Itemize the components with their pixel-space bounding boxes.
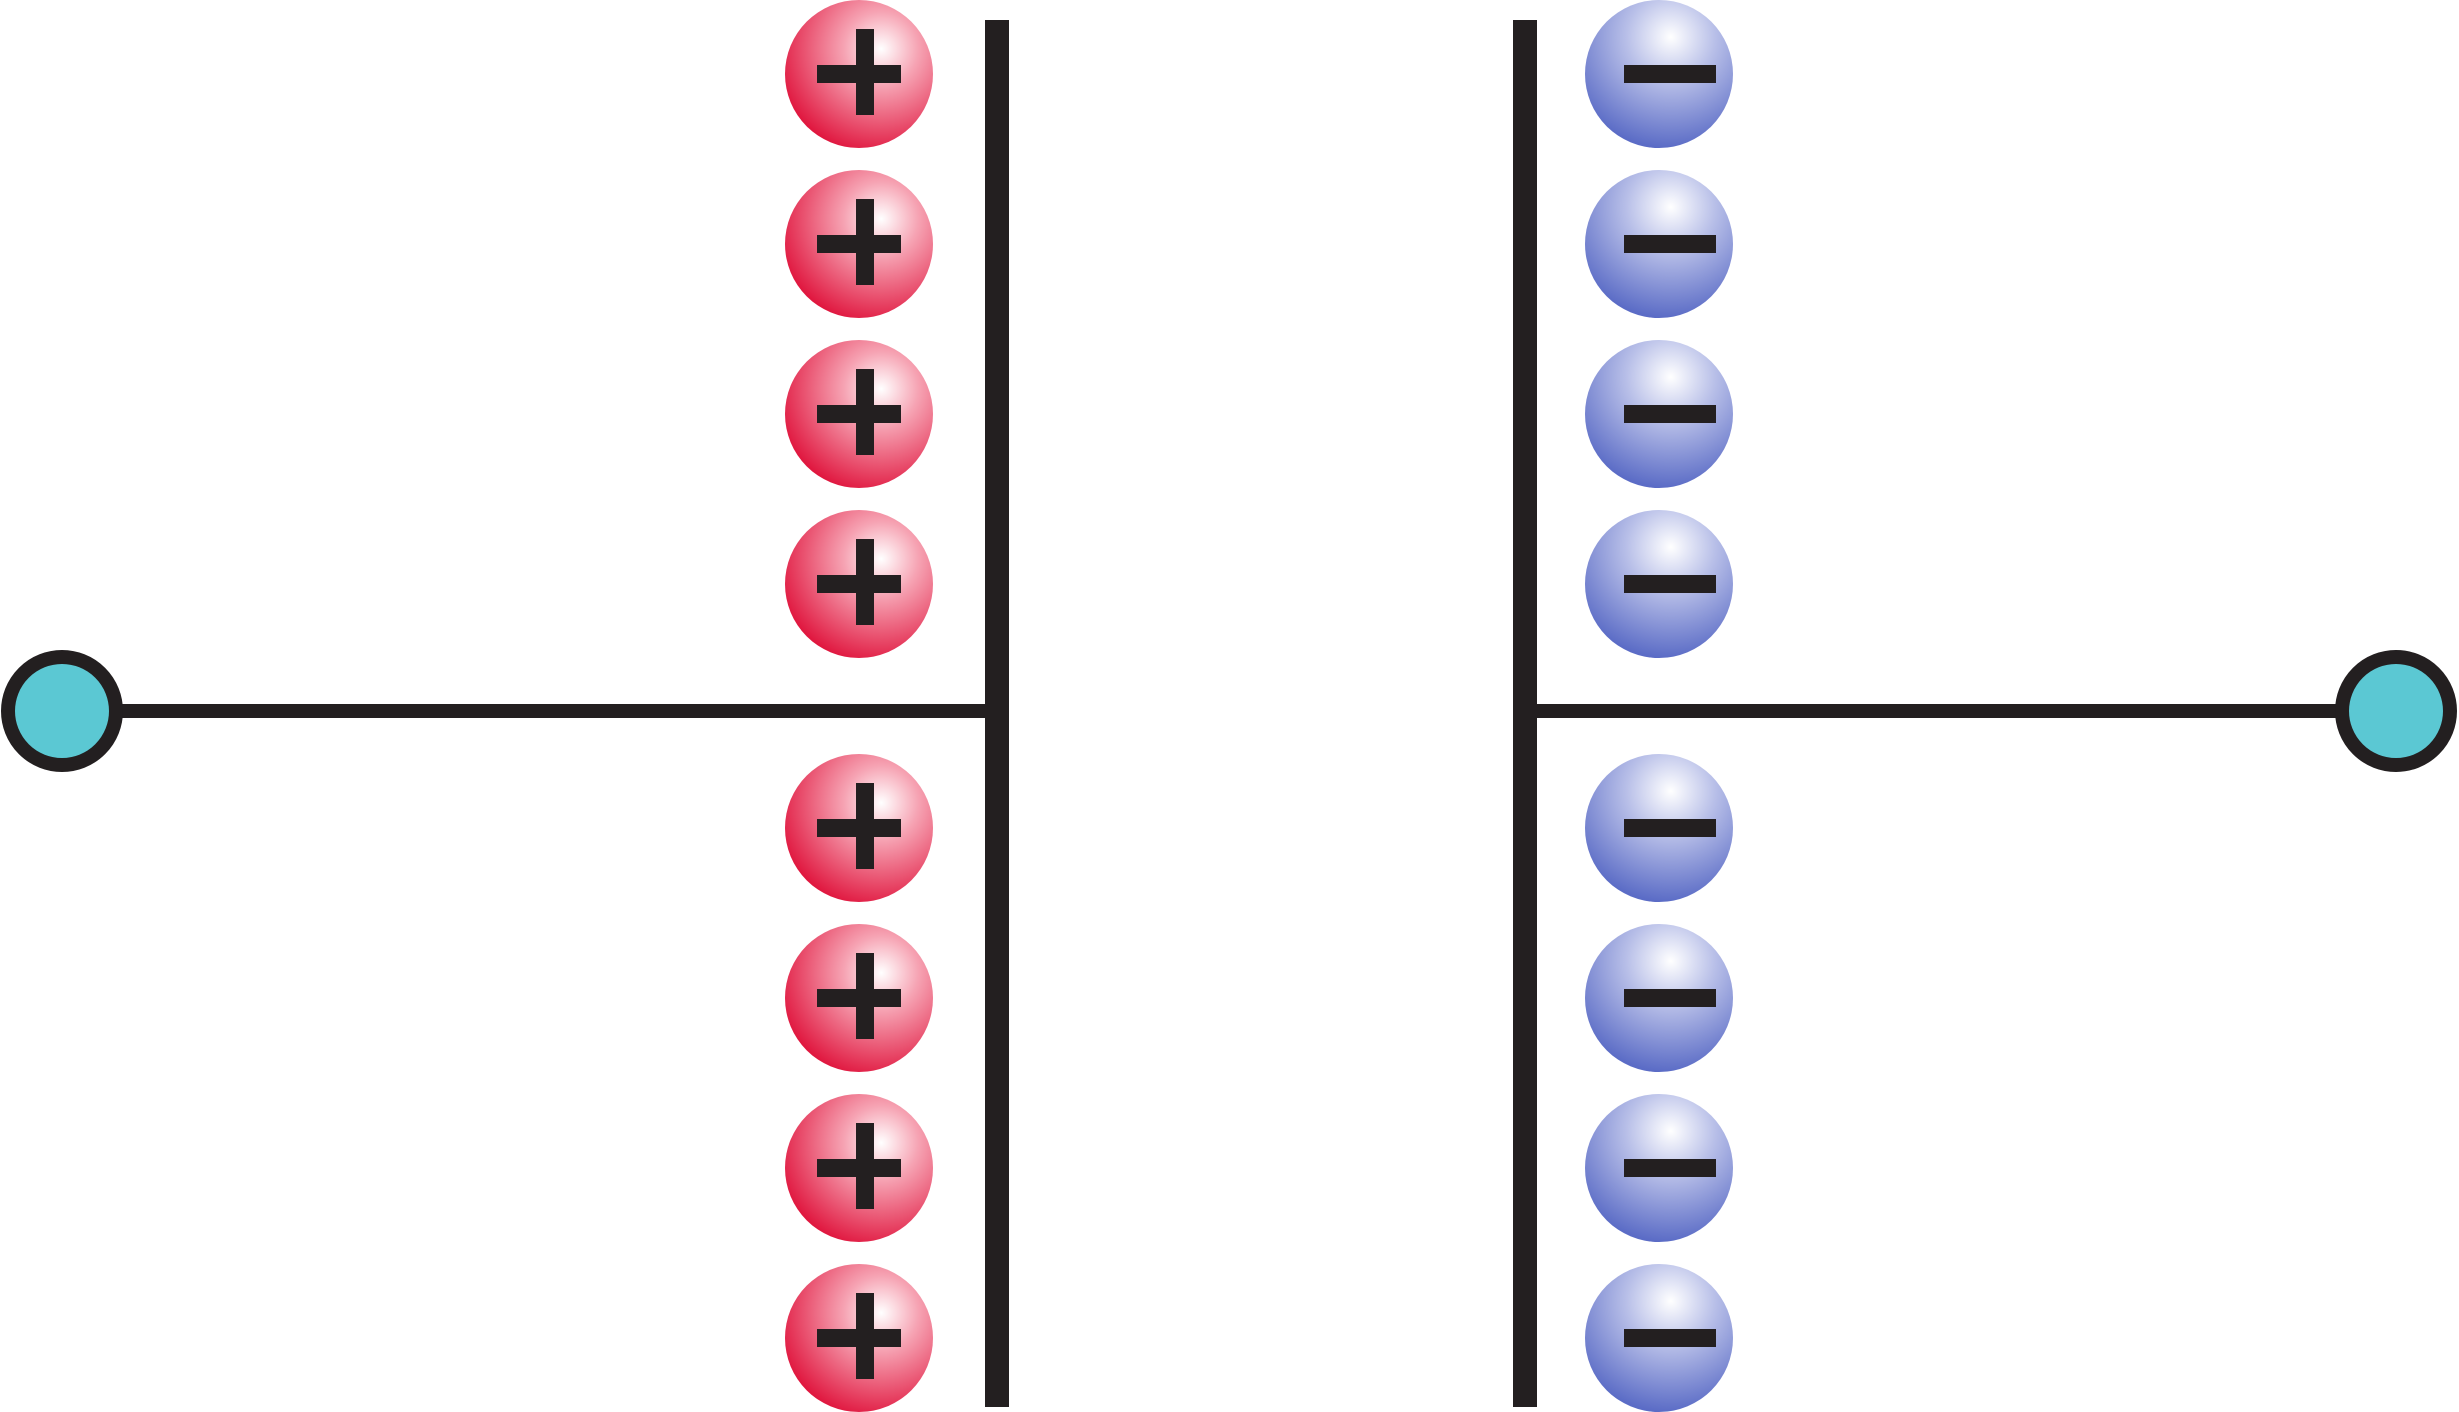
- negative-charge: [1585, 510, 1733, 658]
- positive-charge: [785, 924, 933, 1072]
- positive-charge: [785, 170, 933, 318]
- negative-charge: [1585, 1094, 1733, 1242]
- negative-charge: [1585, 754, 1733, 902]
- negative-charge: [1585, 340, 1733, 488]
- positive-charge: [785, 1264, 933, 1412]
- negative-charges: [1585, 0, 1733, 1412]
- positive-charge: [785, 510, 933, 658]
- left-terminal: [1, 650, 123, 772]
- negative-charge: [1585, 0, 1733, 148]
- negative-charge: [1585, 924, 1733, 1072]
- right-terminal: [2335, 650, 2457, 772]
- negative-charge: [1585, 1264, 1733, 1412]
- positive-charge: [785, 1094, 933, 1242]
- positive-charge: [785, 0, 933, 148]
- negative-charge: [1585, 170, 1733, 318]
- positive-charge: [785, 754, 933, 902]
- positive-charges: [785, 0, 933, 1412]
- positive-charge: [785, 340, 933, 488]
